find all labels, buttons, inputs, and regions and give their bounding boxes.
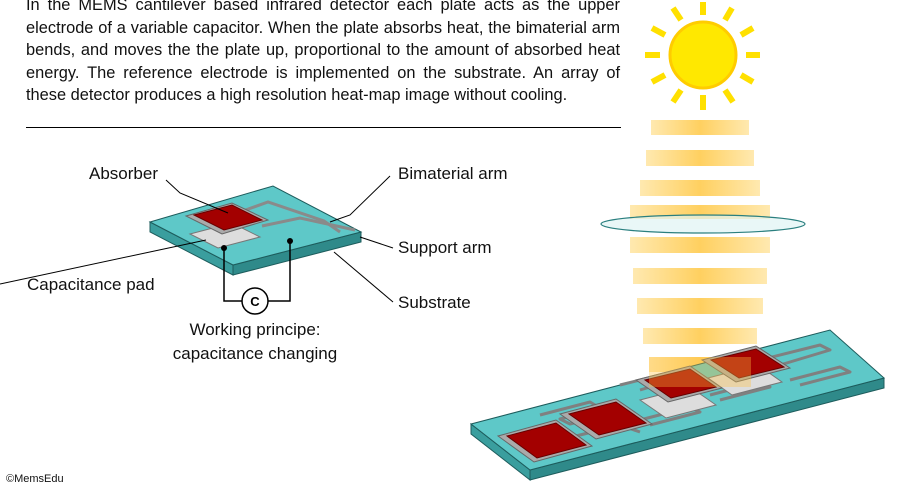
capacitance-pad-label: Capacitance pad <box>27 275 155 294</box>
substrate-shape <box>148 185 363 266</box>
single-detector: C <box>0 175 394 315</box>
lens-shape <box>600 214 806 234</box>
caption-line-2: capacitance changing <box>172 344 338 363</box>
separator-line <box>26 127 621 128</box>
substrate-label: Substrate <box>398 293 471 312</box>
sun-icon <box>645 2 760 110</box>
bimaterial-arm-label: Bimaterial arm <box>398 164 508 183</box>
light-beam <box>600 120 806 372</box>
description-paragraph: In the MEMS cantilever based infrared de… <box>26 0 620 104</box>
absorber-shape <box>192 204 264 231</box>
support-arm-label: Support arm <box>398 238 492 257</box>
absorber-label: Absorber <box>89 164 158 183</box>
caption-line-1: Working principe: <box>189 320 321 339</box>
capacitor-label: C <box>250 294 260 309</box>
capacitor-symbol <box>241 287 269 315</box>
detector-array <box>469 329 886 482</box>
copyright-notice: ©MemsEdu <box>6 473 64 485</box>
working-principle-caption: Working principe: capacitance changing <box>150 318 360 366</box>
